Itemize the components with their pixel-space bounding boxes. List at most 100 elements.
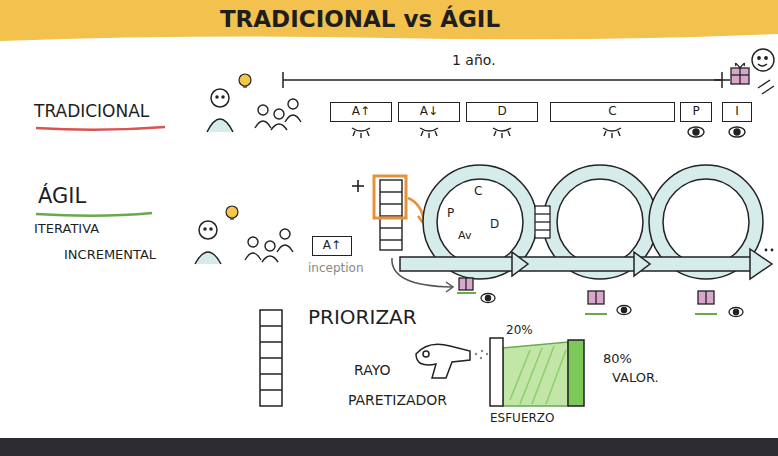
- closed-eyes-part: [353, 131, 369, 138]
- lightbulb: [239, 74, 251, 87]
- iteration-loops-part: [663, 179, 749, 265]
- closed-eyes-part: [421, 131, 437, 138]
- section-subtitle: ITERATIVA: [34, 222, 99, 237]
- delivery-icons: [457, 278, 743, 317]
- team-icon-part: [265, 241, 275, 251]
- ray-gun-part: [481, 350, 483, 352]
- happy-face: [752, 49, 774, 94]
- ray-gun: [416, 344, 488, 378]
- phase-note: inception: [308, 262, 364, 276]
- person-icon-part: [222, 96, 224, 98]
- happy-face-part: [758, 64, 767, 66]
- tall-stack-part: [260, 389, 282, 391]
- tall-stack-part: [260, 341, 282, 343]
- percent-label: 20%: [506, 324, 533, 338]
- backlog-stack-part: [380, 227, 402, 228]
- team-icon-part: [258, 105, 268, 115]
- team-icon-part: [274, 109, 284, 119]
- plus-sign: [352, 180, 364, 192]
- closed-eyes-part: [603, 128, 621, 131]
- closed-eyes: [352, 128, 621, 138]
- box-label: I: [735, 105, 739, 118]
- duration-label: 1 año.: [452, 52, 496, 68]
- closed-eyes-part: [420, 128, 438, 131]
- section-heading: ÁGIL: [38, 184, 86, 208]
- percent-label: 80%: [603, 352, 632, 367]
- orange-arrow-part: [408, 198, 424, 222]
- small-stack-part: [535, 206, 550, 238]
- open-eyes-part: [734, 129, 740, 135]
- team-icon-part: [248, 237, 258, 247]
- ray-gun-part: [475, 353, 477, 355]
- tall-stack-part: [260, 357, 282, 359]
- ray-gun-part: [423, 351, 429, 357]
- ellipsis-dots: [765, 249, 774, 252]
- team-icon-part: [271, 124, 287, 130]
- happy-face-part: [758, 80, 774, 94]
- closed-eyes-part: [352, 128, 370, 131]
- green-underline: [36, 213, 152, 216]
- person-icon: [207, 89, 233, 132]
- feedback-arrow-part: [446, 282, 453, 292]
- team-icon: [255, 99, 301, 130]
- tall-stack-part: [260, 310, 282, 406]
- process-box: A↑: [312, 236, 352, 256]
- flow-ribbon: [400, 249, 772, 279]
- timeline-part: [282, 72, 284, 88]
- team-icon-part: [245, 253, 261, 260]
- small-stack-part: [535, 229, 550, 230]
- tool-label: PARETIZADOR: [348, 392, 447, 408]
- process-box: A↓: [398, 102, 460, 122]
- process-box: P: [680, 102, 712, 122]
- flow-ribbon-part: [634, 252, 650, 276]
- small-stack: [535, 206, 550, 238]
- delivery-icons-part: [698, 291, 714, 304]
- backlog-stack-part: [380, 180, 402, 250]
- iteration-loops-part: [557, 179, 643, 265]
- box-label: C: [608, 105, 616, 118]
- value-label: VALOR.: [612, 371, 659, 386]
- lightbulb-part: [243, 86, 247, 87]
- flow-ribbon-part: [400, 257, 752, 271]
- person-icon-part: [199, 221, 217, 239]
- delivery-icons-part: [457, 292, 476, 294]
- open-eyes-part: [688, 127, 704, 137]
- loop-letter: P: [447, 207, 454, 221]
- delivery-icons-part: [617, 306, 631, 315]
- tall-stack-part: [260, 325, 282, 327]
- delivery-icons-part: [485, 295, 490, 300]
- plus-sign-part: [357, 180, 359, 192]
- delivery-icons-part: [695, 313, 717, 315]
- closed-eyes-part: [494, 131, 510, 138]
- happy-face-part: [752, 49, 774, 71]
- box-label: P: [692, 105, 699, 118]
- happy-face-part: [758, 57, 760, 59]
- process-box: D: [466, 102, 538, 122]
- pareto-bars: [490, 338, 584, 406]
- section-heading: PRIORIZAR: [308, 306, 417, 329]
- backlog-stack-part: [380, 215, 402, 216]
- title-text: TRADICIONAL vs ÁGIL: [0, 6, 720, 32]
- person-icon-part: [207, 119, 233, 132]
- section-heading: TRADICIONAL: [34, 102, 149, 122]
- gift-icon: [731, 63, 749, 84]
- process-box: C: [550, 102, 675, 122]
- tool-label: RAYO: [354, 362, 390, 378]
- flow-ribbon-part: [750, 249, 772, 279]
- open-eyes-part: [693, 129, 699, 135]
- lightbulb-part: [239, 74, 251, 86]
- team-icon-part: [277, 245, 293, 252]
- gift-icon-part: [736, 63, 745, 68]
- title-band: [0, 0, 778, 41]
- loop-letter: Av: [458, 230, 471, 243]
- person-icon-part: [195, 252, 221, 264]
- gift-icon-part: [731, 68, 749, 84]
- flow-ribbon-part: [512, 252, 528, 276]
- highlight-frame: [374, 176, 406, 218]
- box-label: A↓: [420, 105, 438, 118]
- lightbulb-part: [230, 218, 234, 219]
- person-icon-part: [216, 96, 218, 98]
- delivery-icons-part: [733, 309, 738, 314]
